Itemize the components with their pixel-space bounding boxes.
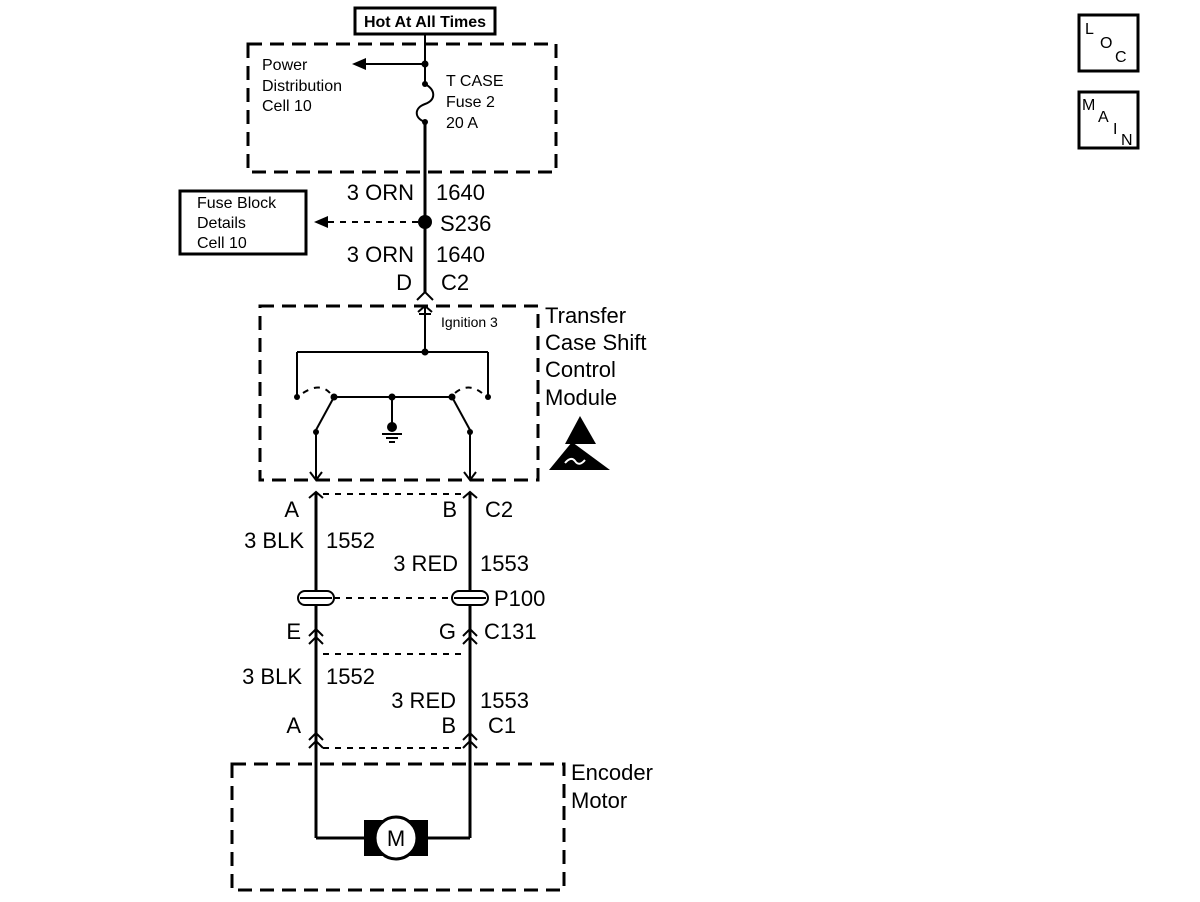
arrow-left-icon [314,216,328,228]
motor-icon [364,815,428,861]
power-distribution-box [246,42,558,174]
wire-right-lower-circuit: 1553 [480,688,529,713]
fuse-label-2: Fuse 2 [446,94,495,111]
splice-s236 [418,215,432,229]
main-letter-n: N [1121,132,1133,149]
conn-c131-connector: C131 [484,619,537,644]
conn-top-pin: D [396,270,412,295]
wire-left-upper-gauge-color: 3 BLK [244,528,304,553]
loc-letter-o: O [1100,35,1112,52]
splice-label: S236 [440,211,491,236]
fuse-label-1: T CASE [446,73,504,90]
power-distribution-label-2: Distribution [262,78,342,95]
conn-mod-connector: C2 [485,497,513,522]
wire-second-circuit: 1640 [436,242,485,267]
wire-right-upper-gauge-color: 3 RED [393,551,458,576]
encoder-motor-box [230,762,566,892]
loc-letter-l: L [1085,21,1094,38]
module-label-1: Transfer [545,303,626,328]
conn-c131-pin-right: G [439,619,456,644]
arrow-left-icon [352,58,366,70]
esd-warning-icon [549,416,610,470]
main-letter-a: A [1098,109,1109,126]
fuse-block-label-3: Cell 10 [197,235,247,252]
relay-switch-left [315,396,335,431]
conn-c1-pin-right: B [441,713,456,738]
motor-label-2: Motor [571,788,627,813]
transfer-case-module-box [258,304,540,482]
conn-c1-pin-left: A [286,713,301,738]
wire-top-gauge-color: 3 ORN [347,180,414,205]
fuse-symbol [415,83,435,123]
loc-letter-c: C [1115,49,1127,66]
motor-symbol: M [387,826,405,851]
conn-mod-pin-right: B [442,497,457,522]
connector-c2-top [416,290,434,301]
loc-button[interactable]: L O C [1077,13,1140,73]
fuse-block-details-box [178,189,308,256]
ground-icon [387,422,397,432]
module-label-3: Control [545,357,616,382]
wire-right-upper-circuit: 1553 [480,551,529,576]
conn-c1-connector: C1 [488,713,516,738]
wire-left-upper-circuit: 1552 [326,528,375,553]
relay-switch-right [451,396,471,431]
wire-left-lower-gauge-color: 3 BLK [242,664,302,689]
wire-left-lower-circuit: 1552 [326,664,375,689]
fuse-block-label-1: Fuse Block [197,195,277,212]
motor-label-1: Encoder [571,760,653,785]
conn-c131-pin-left: E [286,619,301,644]
wire-top-circuit: 1640 [436,180,485,205]
conn-top-connector: C2 [441,270,469,295]
wire-right-lower-gauge-color: 3 RED [391,688,456,713]
pass-through-p100 [297,590,489,606]
pass-through-label: P100 [494,586,545,611]
main-letter-i: I [1113,121,1117,138]
hot-at-all-times-label: Hot At All Times [364,14,486,31]
conn-mod-pin-left: A [284,497,299,522]
wire-second-gauge-color: 3 ORN [347,242,414,267]
module-label-4: Module [545,385,617,410]
module-label-2: Case Shift [545,330,647,355]
power-distribution-label-3: Cell 10 [262,98,312,115]
ignition-label: Ignition 3 [441,314,498,330]
power-distribution-label-1: Power [262,57,308,74]
fuse-block-label-2: Details [197,215,246,232]
main-letter-m: M [1082,97,1095,114]
main-button[interactable]: M A I N [1077,90,1140,150]
fuse-label-3: 20 A [446,115,478,132]
